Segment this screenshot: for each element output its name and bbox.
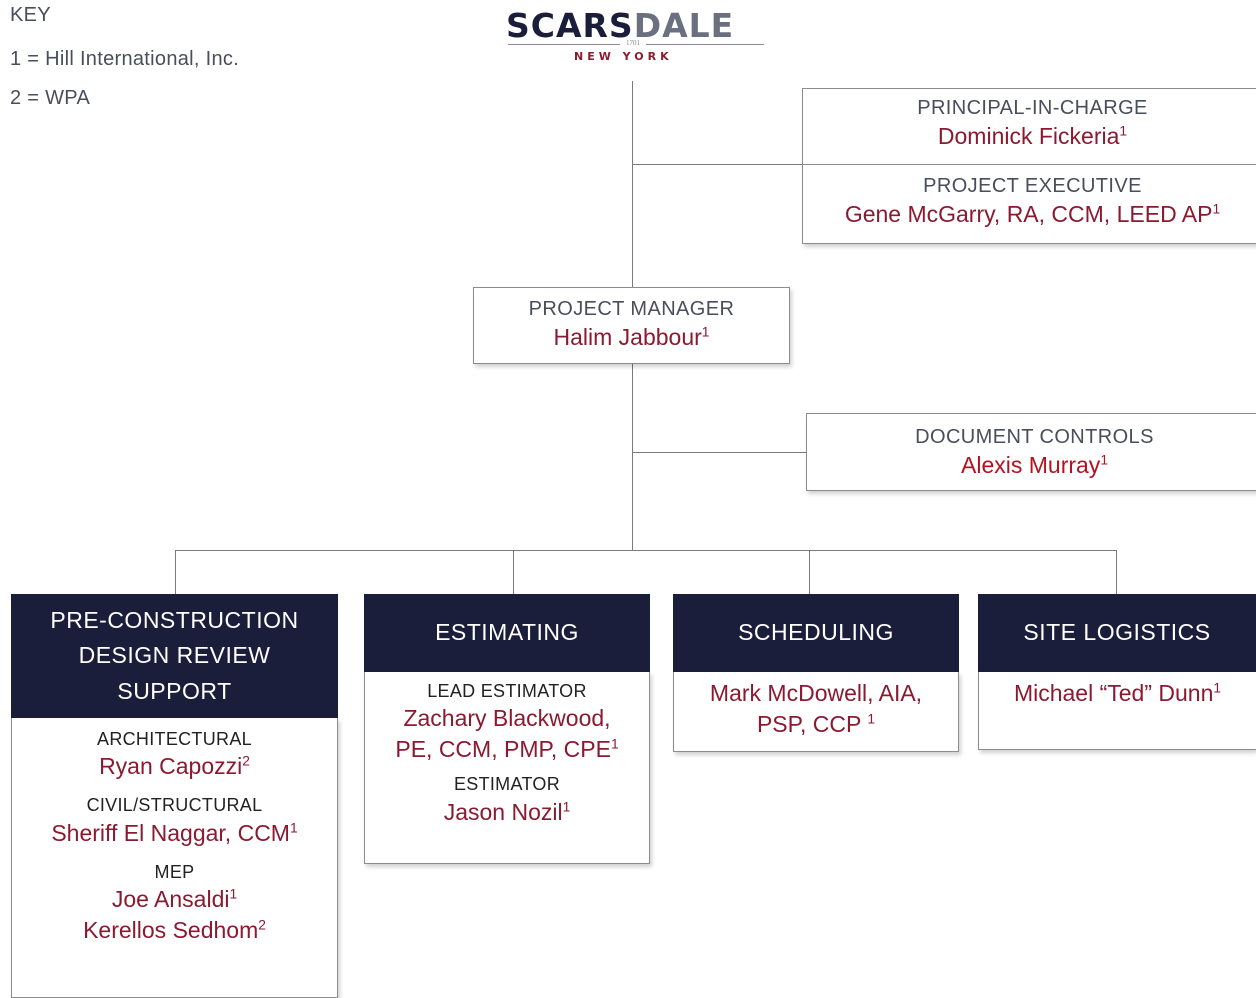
dept-site-logistics-body: Michael “Ted” Dunn1 <box>978 672 1256 750</box>
dept-site-logistics: SITE LOGISTICS Michael “Ted” Dunn1 <box>978 594 1256 750</box>
key-title: KEY <box>10 4 51 26</box>
dept-preconstruction: PRE-CONSTRUCTION DESIGN REVIEW SUPPORT A… <box>11 594 338 998</box>
logo-subtitle: NEW YORK <box>574 50 673 63</box>
dept-scheduling-body: Mark McDowell, AIA, PSP, CCP 1 <box>673 672 959 752</box>
manager-role: PROJECT MANAGER <box>528 298 735 320</box>
logo-year: 1701 <box>626 39 640 47</box>
connector-exec-horizontal <box>632 164 802 165</box>
dept-scheduling-header: SCHEDULING <box>673 594 959 672</box>
dept-preconstruction-title-line: PRE-CONSTRUCTION <box>50 606 299 633</box>
key-item-hill: 1 = Hill International, Inc. <box>10 48 240 70</box>
connector-mid-vertical <box>632 364 633 551</box>
principal-role: PRINCIPAL-IN-CHARGE <box>917 97 1148 119</box>
connector-departments-horizontal <box>175 550 1116 551</box>
connector-doc-horizontal <box>632 452 806 453</box>
dept-preconstruction-title-line: SUPPORT <box>117 677 232 704</box>
dept-preconstruction-header: PRE-CONSTRUCTION DESIGN REVIEW SUPPORT <box>11 594 338 718</box>
site-logistics-name: Michael “Ted” Dunn1 <box>1013 680 1222 706</box>
connector-top-vertical <box>632 81 633 287</box>
principal-section: PRINCIPAL-IN-CHARGE Dominick Fickeria1 <box>803 89 1256 165</box>
logo: SCARSDALE <box>506 6 766 45</box>
executive-box: PRINCIPAL-IN-CHARGE Dominick Fickeria1 P… <box>802 88 1256 244</box>
mep-name: Joe Ansaldi1 <box>111 886 238 913</box>
principal-name: Dominick Fickeria1 <box>937 123 1128 149</box>
lead-estimator-credentials: PE, CCM, PMP, CPE1 <box>395 736 619 763</box>
connector-drop-scheduling <box>809 550 810 594</box>
scheduling-name: Mark McDowell, AIA, <box>709 680 923 706</box>
estimator-role: ESTIMATOR <box>453 774 561 795</box>
civil-structural-role: CIVIL/STRUCTURAL <box>86 795 263 816</box>
document-controls-box: DOCUMENT CONTROLS Alexis Murray1 <box>806 413 1256 491</box>
key-item-wpa: 2 = WPA <box>10 87 91 109</box>
executive-role: PROJECT EXECUTIVE <box>923 175 1142 197</box>
dept-preconstruction-body: ARCHITECTURAL Ryan Capozzi2 CIVIL/STRUCT… <box>11 718 338 998</box>
architectural-name: Ryan Capozzi2 <box>99 753 250 780</box>
mep-name: Kerellos Sedhom2 <box>83 917 266 944</box>
project-manager-box: PROJECT MANAGER Halim Jabbour1 <box>473 287 790 364</box>
connector-drop-preconstruction <box>175 550 176 594</box>
dept-estimating-header: ESTIMATING <box>364 594 650 672</box>
lead-estimator-name: Zachary Blackwood, <box>403 705 611 732</box>
dept-estimating-body: LEAD ESTIMATOR Zachary Blackwood, PE, CC… <box>364 672 650 864</box>
executive-name: Gene McGarry, RA, CCM, LEED AP1 <box>844 201 1221 227</box>
dept-estimating: ESTIMATING LEAD ESTIMATOR Zachary Blackw… <box>364 594 650 864</box>
manager-name: Halim Jabbour1 <box>553 324 710 350</box>
dept-site-logistics-header: SITE LOGISTICS <box>978 594 1256 672</box>
connector-drop-estimating <box>513 550 514 594</box>
doc-controls-role: DOCUMENT CONTROLS <box>915 426 1154 448</box>
executive-section: PROJECT EXECUTIVE Gene McGarry, RA, CCM,… <box>803 165 1256 230</box>
lead-estimator-role: LEAD ESTIMATOR <box>427 681 587 701</box>
logo-word-a: SCARS <box>506 6 634 45</box>
estimator-name: Jason Nozil1 <box>443 798 571 825</box>
dept-preconstruction-title-line: DESIGN REVIEW <box>78 642 271 669</box>
architectural-role: ARCHITECTURAL <box>97 729 252 749</box>
logo-word-b: DALE <box>633 6 735 45</box>
logo-rule-left <box>508 44 620 45</box>
dept-scheduling: SCHEDULING Mark McDowell, AIA, PSP, CCP … <box>673 594 959 752</box>
mep-role: MEP <box>154 861 195 882</box>
logo-rule-right <box>646 44 764 45</box>
civil-structural-name: Sheriff El Naggar, CCM1 <box>51 819 298 846</box>
doc-controls-name: Alexis Murray1 <box>961 452 1108 478</box>
scheduling-credentials: PSP, CCP 1 <box>756 711 876 738</box>
connector-drop-site-logistics <box>1116 550 1117 594</box>
